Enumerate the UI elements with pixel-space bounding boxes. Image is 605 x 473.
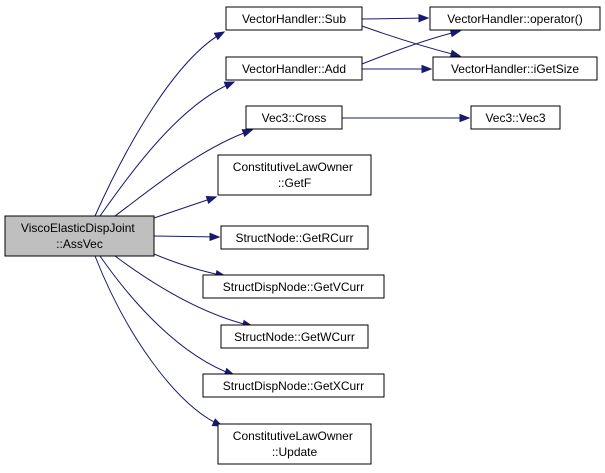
node-add-box — [225, 56, 363, 81]
node-igetsize-label: VectorHandler::iGetSize — [451, 62, 579, 76]
node-update-box — [217, 423, 372, 465]
edge-cross-vec3-arrowhead — [459, 113, 471, 123]
node-root-box — [4, 215, 155, 257]
svg-text:VectorHandler::Add: VectorHandler::Add — [242, 62, 346, 76]
edge-add-igetsize — [362, 64, 433, 74]
node-getxcurr-label: StructDispNode::GetXCurr — [223, 379, 364, 393]
svg-text:VectorHandler::operator(): VectorHandler::operator() — [447, 12, 582, 26]
edge-add-igetsize-arrowhead — [421, 64, 433, 74]
node-vec3-box — [470, 105, 561, 130]
edge-root-cross — [114, 129, 254, 217]
node-getxcurr-box — [202, 373, 385, 398]
svg-text:StructNode::GetRCurr: StructNode::GetRCurr — [235, 231, 353, 245]
svg-text:StructDispNode::GetXCurr: StructDispNode::GetXCurr — [223, 379, 364, 393]
edge-root-update-line — [94, 255, 223, 427]
node-root-label-2: ::AssVec — [56, 237, 103, 251]
edge-root-cross-line — [114, 129, 253, 217]
node-vec3-cross[interactable]: Vec3::Cross — [245, 105, 343, 130]
svg-text:VectorHandler::iGetSize: VectorHandler::iGetSize — [451, 62, 579, 76]
node-getf-label-2: ::GetF — [278, 176, 311, 190]
node-structnode-getwcurr[interactable]: StructNode::GetWCurr — [220, 324, 369, 349]
node-update-label-2: ::Update — [272, 445, 318, 459]
svg-text:StructNode::GetWCurr: StructNode::GetWCurr — [234, 330, 355, 344]
node-constitutivelawowner-update[interactable]: ConstitutiveLawOwner ::Update — [217, 423, 372, 465]
svg-text:ConstitutiveLawOwner ::G: ConstitutiveLawOwner ::GetF — [233, 160, 356, 190]
edge-sub-operator — [361, 13, 430, 23]
edge-add-operator-arrowhead — [449, 29, 462, 38]
edge-root-sub — [94, 31, 226, 217]
node-getrcurr-label: StructNode::GetRCurr — [235, 231, 353, 245]
edge-root-getrcurr-arrowhead — [209, 232, 221, 242]
edge-sub-operator-arrowhead — [418, 13, 430, 23]
node-getf-label-1: ConstitutiveLawOwner — [233, 160, 353, 174]
edge-root-getwcurr-line — [114, 255, 253, 327]
edge-cross-vec3 — [342, 113, 471, 123]
edge-add-operator-line — [361, 30, 461, 65]
edge-root-add-line — [99, 81, 235, 217]
svg-text:VectorHandler::Sub: VectorHandler::Sub — [242, 12, 346, 26]
edge-sub-operator-line — [361, 17, 429, 20]
edge-root-sub-line — [94, 31, 225, 217]
edge-root-getrcurr-line — [153, 235, 220, 238]
node-operator-label: VectorHandler::operator() — [447, 12, 582, 26]
edge-root-getf — [153, 196, 218, 219]
node-operator-box — [429, 6, 601, 31]
node-getf-box — [217, 154, 372, 196]
edge-sub-igetsize-line — [361, 25, 461, 57]
edge-root-getvcurr — [153, 253, 227, 279]
node-root-label-1: ViscoElasticDispJoint — [21, 221, 135, 235]
edge-root-getvcurr-line — [153, 253, 226, 277]
node-sub-box — [225, 6, 363, 31]
node-vec3-vec3[interactable]: Vec3::Vec3 — [470, 105, 561, 130]
edge-sub-igetsize-arrowhead — [449, 49, 462, 58]
node-constitutivelawowner-getf[interactable]: ConstitutiveLawOwner ::GetF — [217, 154, 372, 196]
edge-root-getf-arrowhead — [205, 196, 218, 205]
node-cross-label: Vec3::Cross — [262, 111, 327, 125]
node-getvcurr-label: StructDispNode::GetVCurr — [223, 280, 364, 294]
node-getwcurr-label: StructNode::GetWCurr — [234, 330, 355, 344]
node-structdispnode-getxcurr[interactable]: StructDispNode::GetXCurr — [202, 373, 385, 398]
edge-root-sub-arrowhead — [213, 31, 226, 41]
svg-text:Vec3::Vec3: Vec3::Vec3 — [485, 111, 545, 125]
node-vectorhandler-igetsize[interactable]: VectorHandler::iGetSize — [432, 56, 598, 81]
node-add-label: VectorHandler::Add — [242, 62, 346, 76]
node-getrcurr-box — [220, 225, 369, 250]
edge-root-getxcurr-line — [99, 255, 235, 376]
edge-root-add — [99, 81, 236, 217]
edge-root-getf-line — [153, 196, 217, 219]
node-igetsize-box — [432, 56, 598, 81]
node-update-label-1: ConstitutiveLawOwner — [233, 429, 353, 443]
node-getvcurr-box — [202, 274, 385, 299]
node-root-assvec[interactable]: ViscoElasticDispJoint ::AssVec — [4, 215, 155, 257]
edge-root-add-arrowhead — [223, 81, 236, 90]
node-vec3-label: Vec3::Vec3 — [485, 111, 545, 125]
node-vectorhandler-add[interactable]: VectorHandler::Add — [225, 56, 363, 81]
edge-sub-igetsize — [361, 25, 462, 58]
edge-root-cross-arrowhead — [241, 129, 254, 138]
node-structdispnode-getvcurr[interactable]: StructDispNode::GetVCurr — [202, 274, 385, 299]
node-sub-label: VectorHandler::Sub — [242, 12, 346, 26]
node-cross-box — [245, 105, 343, 130]
node-vectorhandler-sub[interactable]: VectorHandler::Sub — [225, 6, 363, 31]
svg-text:Vec3::Cross: Vec3::Cross — [262, 111, 327, 125]
node-structnode-getrcurr[interactable]: StructNode::GetRCurr — [220, 225, 369, 250]
node-vectorhandler-operator[interactable]: VectorHandler::operator() — [429, 6, 601, 31]
node-getwcurr-box — [220, 324, 369, 349]
svg-text:ConstitutiveLawOwner ::U: ConstitutiveLawOwner ::Update — [233, 429, 356, 459]
svg-text:StructDispNode::GetVCurr: StructDispNode::GetVCurr — [223, 280, 364, 294]
svg-text:ViscoElasticDispJoint ::: ViscoElasticDispJoint ::AssVec — [21, 221, 138, 251]
call-graph-edges — [94, 13, 471, 427]
edge-root-getrcurr — [153, 232, 221, 242]
